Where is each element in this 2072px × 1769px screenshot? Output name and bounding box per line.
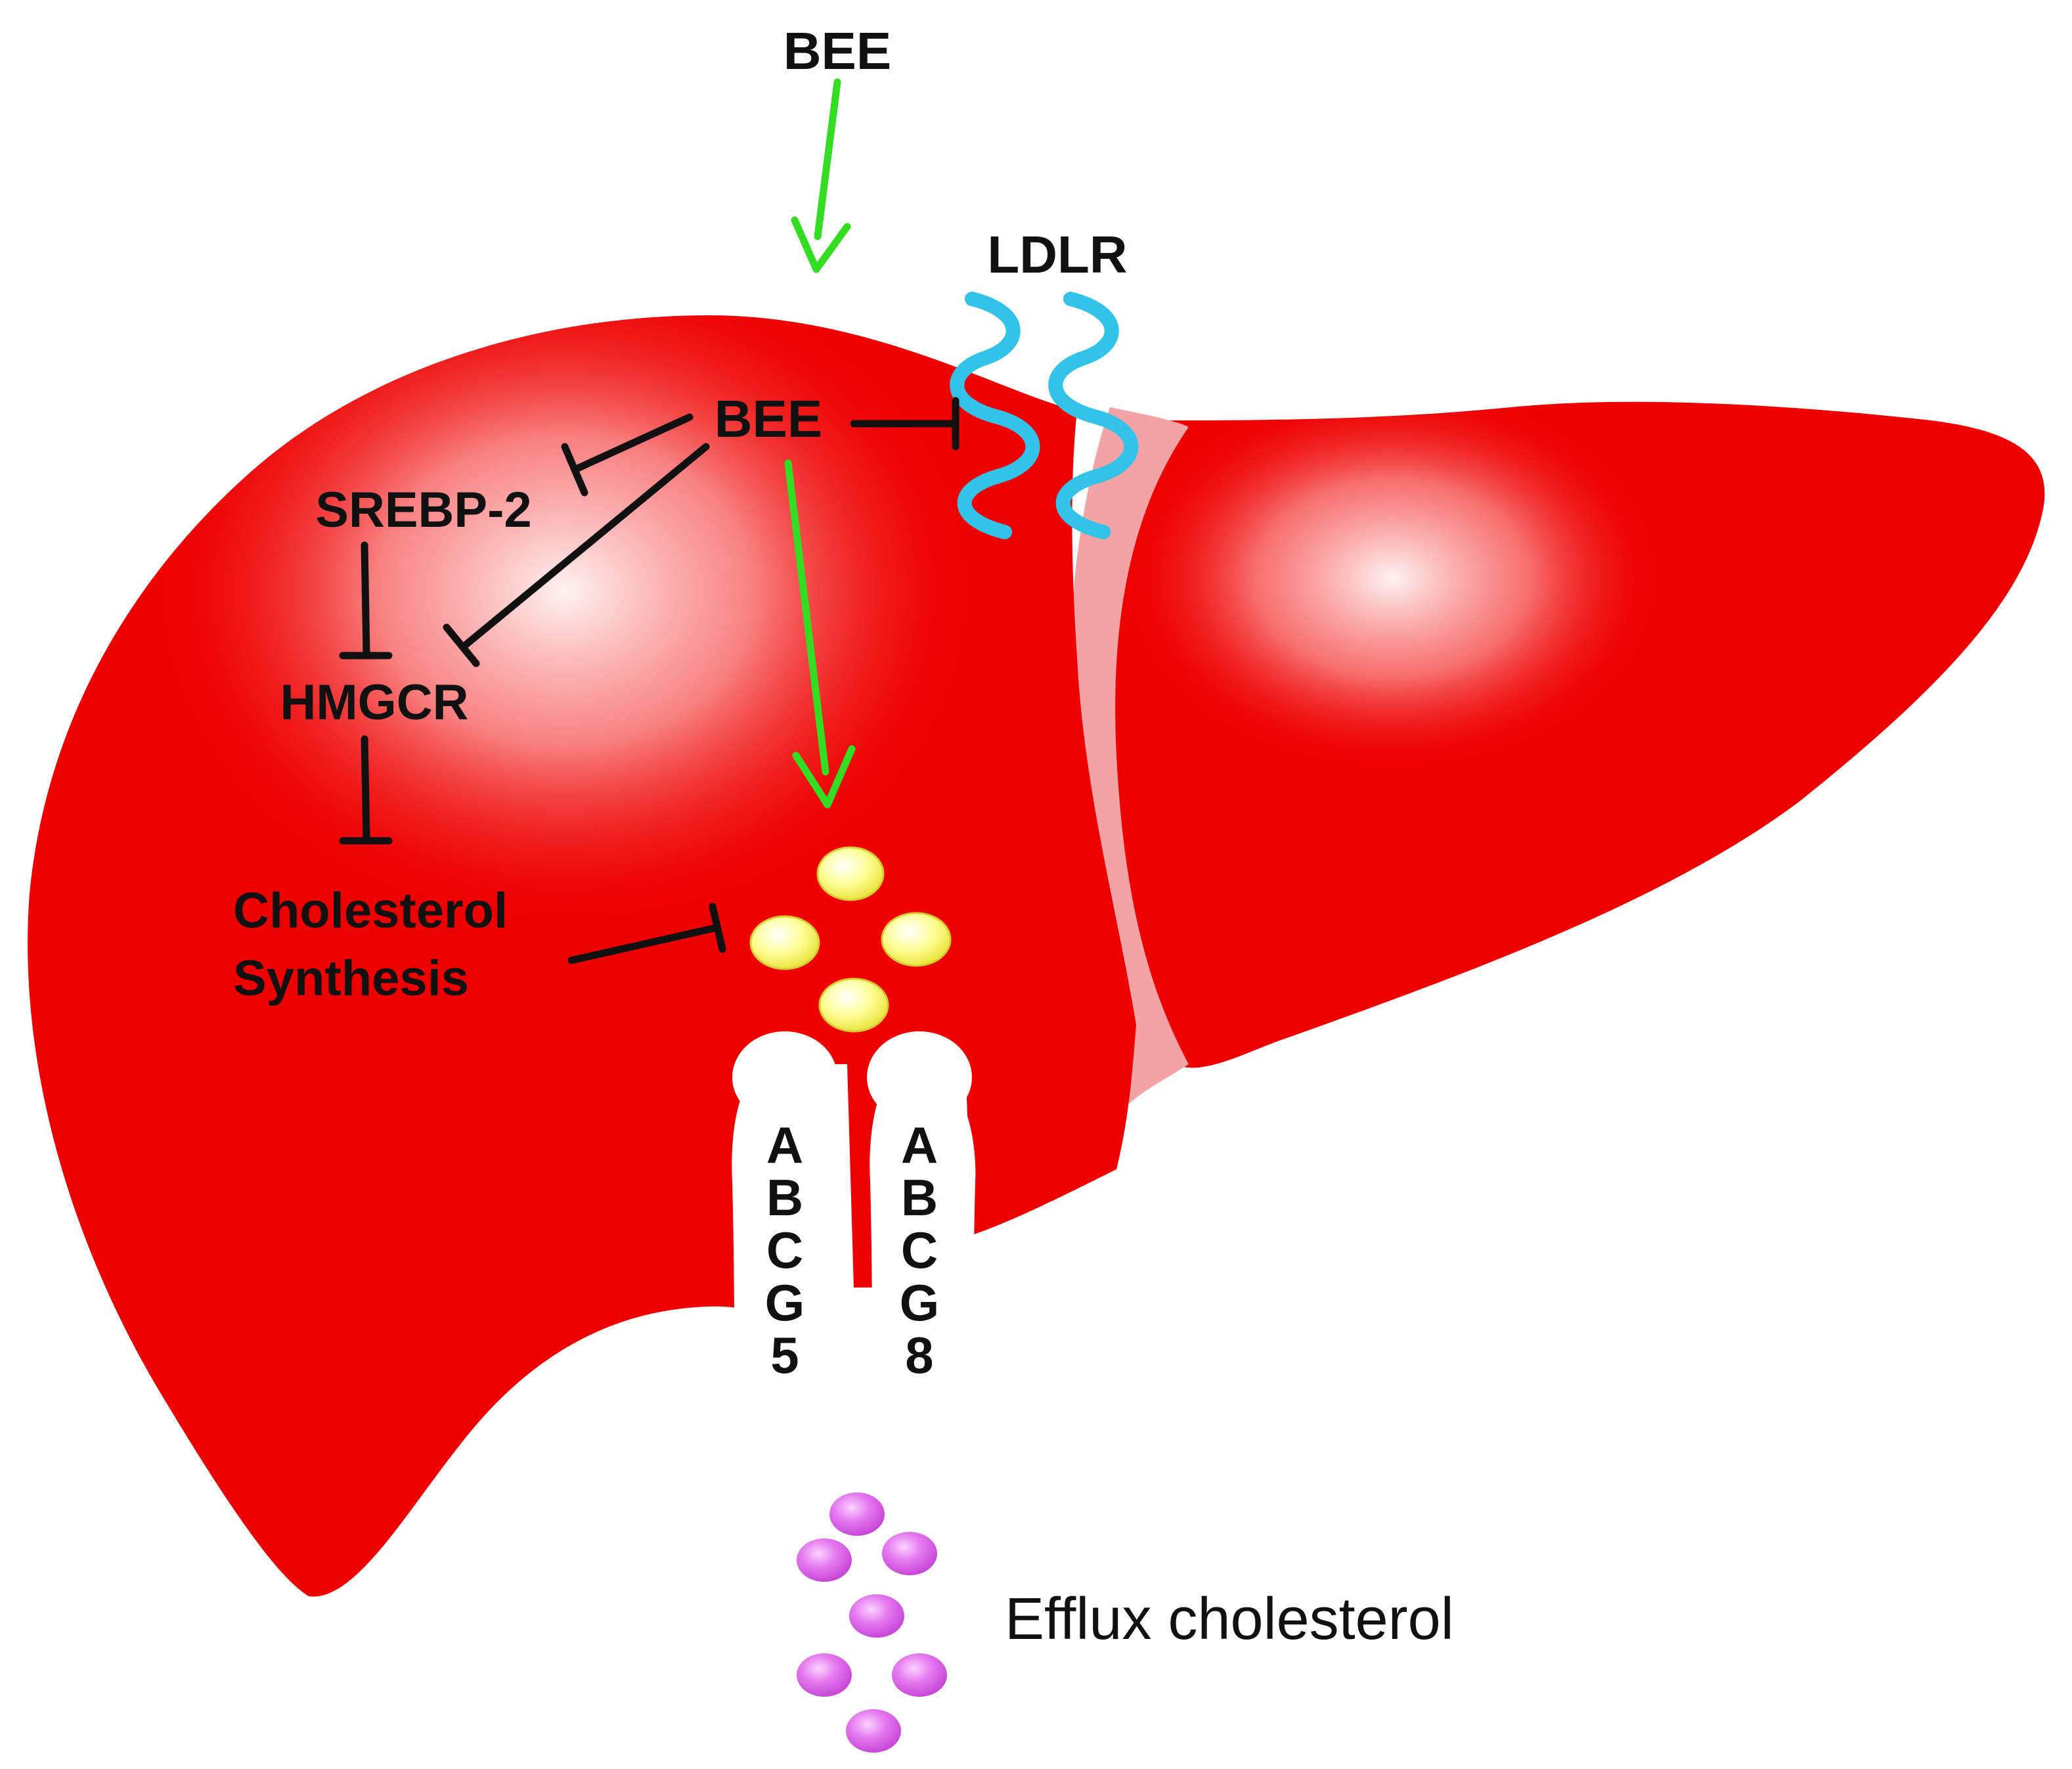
efflux-cholesterol-label: Efflux cholesterol bbox=[1005, 1586, 1454, 1652]
abcg5-letter: A bbox=[766, 1116, 803, 1174]
srebp2-label: SREBP-2 bbox=[315, 482, 531, 538]
efflux-particle bbox=[829, 1492, 885, 1536]
ldlr-receptor-left bbox=[950, 292, 1040, 539]
ldlr-label: LDLR bbox=[987, 225, 1127, 284]
abcg5-letter: C bbox=[766, 1221, 803, 1279]
ldlr-receptor-right bbox=[1048, 292, 1139, 539]
efflux-particle bbox=[797, 1538, 852, 1582]
abcg8-letter: 8 bbox=[905, 1326, 933, 1384]
abcg8-letter: C bbox=[901, 1221, 938, 1279]
bee-external-label: BEE bbox=[783, 22, 892, 80]
abcg5-letter: B bbox=[766, 1169, 803, 1226]
abcg8-letter: G bbox=[900, 1274, 940, 1332]
activation-arrow-external bbox=[791, 78, 851, 273]
bee-internal-label: BEE bbox=[715, 390, 823, 448]
abcg5-cap bbox=[732, 1031, 837, 1123]
efflux-particle bbox=[882, 1532, 937, 1575]
abcg5-letter: 5 bbox=[770, 1326, 799, 1384]
inhibition-bee-ldlr bbox=[850, 397, 959, 451]
ldlr-receptor bbox=[950, 292, 1139, 539]
abcg8-transporter bbox=[870, 1075, 976, 1485]
inhibition-bee-hmgcr bbox=[443, 443, 710, 667]
abcg5-label: A B C G 5 bbox=[765, 1116, 805, 1384]
inhibition-srebp2-hmgcr bbox=[339, 541, 393, 660]
cholesterol-droplet bbox=[818, 977, 889, 1033]
cholesterol-synthesis-label-line1: Cholesterol bbox=[233, 883, 508, 939]
inhibition-synthesis-droplets bbox=[567, 903, 726, 964]
abcg8-letter: A bbox=[901, 1116, 938, 1174]
efflux-particle bbox=[846, 1709, 901, 1753]
efflux-particle bbox=[797, 1653, 852, 1697]
activation-arrow-internal bbox=[784, 459, 856, 809]
cholesterol-droplet bbox=[816, 846, 885, 901]
efflux-particles bbox=[797, 1492, 947, 1753]
cholesterol-droplet bbox=[881, 912, 952, 967]
liver-right-lobe bbox=[1096, 401, 2045, 1068]
abcg8-letter: B bbox=[901, 1169, 938, 1226]
abcg8-cap bbox=[867, 1031, 972, 1123]
inhibition-hmgcr-cholesterol bbox=[339, 735, 393, 845]
efflux-particle bbox=[892, 1653, 947, 1697]
hmgcr-label: HMGCR bbox=[280, 675, 468, 730]
abcg8-label: A B C G 8 bbox=[900, 1116, 940, 1384]
abcg5-letter: G bbox=[765, 1274, 805, 1332]
cholesterol-droplet bbox=[749, 915, 820, 970]
cholesterol-droplets bbox=[749, 846, 952, 1033]
inhibition-bee-srebp2 bbox=[561, 413, 694, 497]
cholesterol-synthesis-label-line2: Synthesis bbox=[233, 951, 469, 1006]
efflux-particle bbox=[849, 1594, 904, 1638]
